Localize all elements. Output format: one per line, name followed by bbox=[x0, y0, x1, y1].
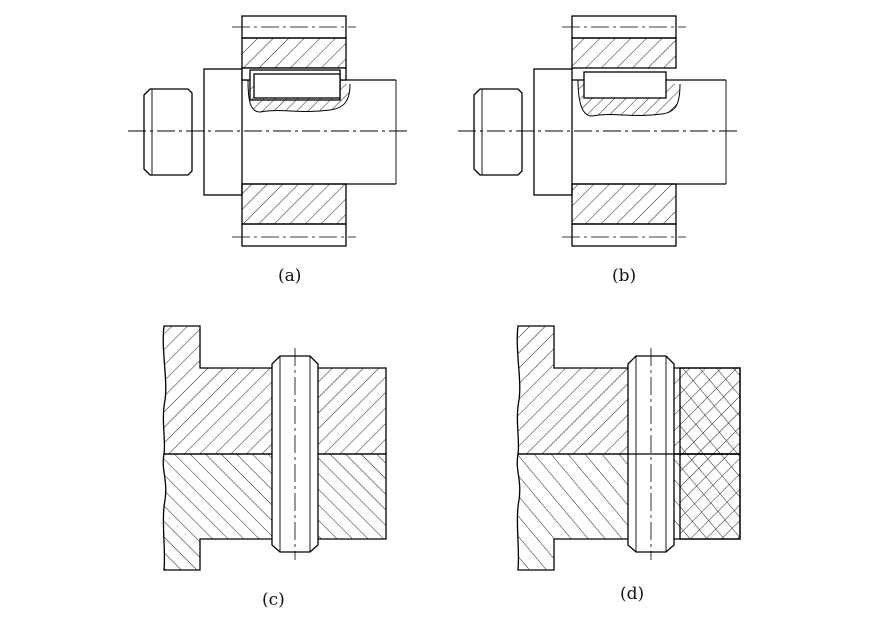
key-body bbox=[253, 73, 341, 99]
key-body bbox=[583, 71, 667, 99]
gear-hub-top-section bbox=[571, 37, 677, 69]
drawing-c bbox=[162, 325, 387, 571]
shaft-collar bbox=[533, 68, 573, 196]
label-a: (a) bbox=[278, 266, 302, 286]
gear-hub-top-section bbox=[241, 37, 347, 69]
shaft-end-stub bbox=[143, 88, 193, 176]
gear-hub-bottom-section bbox=[571, 183, 677, 225]
gear-rim-bottom bbox=[241, 223, 347, 247]
drawing-a bbox=[128, 15, 408, 247]
label-c: (c) bbox=[262, 590, 285, 610]
drawing-b bbox=[458, 15, 738, 247]
label-d: (d) bbox=[620, 584, 645, 604]
bushing-section-lower bbox=[679, 453, 741, 540]
drawing-d bbox=[516, 325, 741, 571]
shaft-collar bbox=[203, 68, 243, 196]
shaft-end-stub bbox=[473, 88, 523, 176]
gear-hub-bottom-section bbox=[241, 183, 347, 225]
gear-rim-bottom bbox=[571, 223, 677, 247]
label-b: (b) bbox=[612, 266, 637, 286]
bushing-section-upper bbox=[679, 367, 741, 455]
